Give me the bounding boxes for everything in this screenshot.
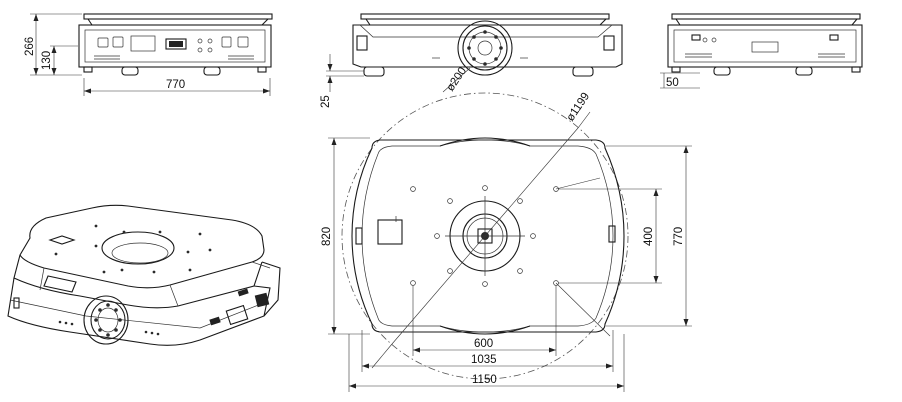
dimension-label-820: 820 [321, 227, 333, 246]
dimension-label-400: 400 [643, 227, 655, 246]
dimension-label-266: 266 [24, 37, 36, 56]
front-view [78, 13, 273, 76]
top-view [341, 92, 629, 380]
dimension-label-770-right: 770 [673, 227, 685, 246]
dimension-label-1150: 1150 [472, 374, 497, 386]
side-view-dimensions [326, 54, 364, 92]
front-view-dimensions [30, 13, 271, 96]
dimension-label-770-front: 770 [166, 79, 185, 91]
dimension-label-1035: 1035 [471, 354, 497, 366]
top-view-dimensions [328, 137, 692, 392]
dimension-label-130: 130 [41, 51, 53, 70]
dimension-label-25: 25 [320, 95, 332, 108]
side-view [352, 13, 623, 93]
isometric-view [7, 204, 281, 346]
dimension-label-diameter-1199: ø1199 [565, 91, 593, 124]
dimension-label-50: 50 [666, 77, 679, 89]
dimension-label-diameter-200: ø200 [445, 65, 470, 93]
dimension-label-600: 600 [474, 338, 493, 350]
rear-view-dimensions [660, 72, 700, 89]
rear-view [667, 13, 863, 76]
